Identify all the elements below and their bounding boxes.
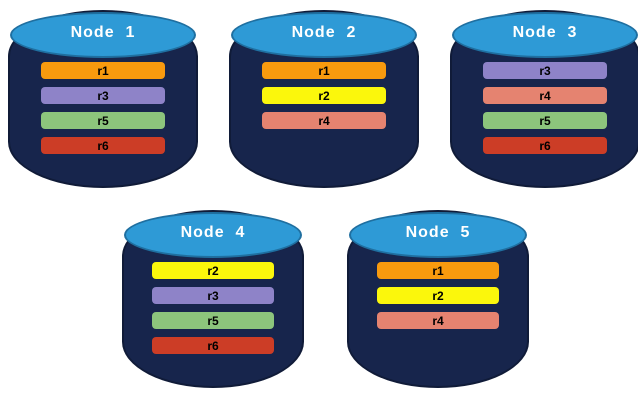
database-node-3[interactable]: Node 3 r3 r4 r5 r6 xyxy=(450,10,638,188)
node-label: Node 5 xyxy=(405,224,471,241)
replica-bar[interactable]: r2 xyxy=(377,287,499,304)
database-node-1[interactable]: Node 1 r1 r3 r5 r6 xyxy=(8,10,198,188)
replica-bar[interactable]: r3 xyxy=(483,62,607,79)
replica-bar[interactable]: r1 xyxy=(377,262,499,279)
replica-bar[interactable]: r6 xyxy=(152,337,274,354)
replica-bar[interactable]: r4 xyxy=(377,312,499,329)
replica-bar[interactable]: r6 xyxy=(483,137,607,154)
node-label: Node 4 xyxy=(180,224,246,241)
replica-bar[interactable]: r5 xyxy=(483,112,607,129)
cylinder-top-icon xyxy=(124,212,302,258)
database-node-4[interactable]: Node 4 r2 r3 r5 r6 xyxy=(122,210,304,388)
database-node-2[interactable]: Node 2 r1 r2 r4 xyxy=(229,10,419,188)
replica-stack: r1 r2 r4 xyxy=(347,262,529,329)
cylinder-top-icon xyxy=(10,12,196,58)
replica-stack: r3 r4 r5 r6 xyxy=(450,62,638,154)
replica-bar[interactable]: r1 xyxy=(262,62,386,79)
replica-bar[interactable]: r6 xyxy=(41,137,165,154)
replica-stack: r2 r3 r5 r6 xyxy=(122,262,304,354)
database-node-5[interactable]: Node 5 r1 r2 r4 xyxy=(347,210,529,388)
replica-bar[interactable]: r3 xyxy=(41,87,165,104)
cylinder-top-icon xyxy=(231,12,417,58)
replica-bar[interactable]: r5 xyxy=(152,312,274,329)
replica-bar[interactable]: r5 xyxy=(41,112,165,129)
node-label: Node 2 xyxy=(291,24,357,41)
replica-stack: r1 r3 r5 r6 xyxy=(8,62,198,154)
replica-stack: r1 r2 r4 xyxy=(229,62,419,129)
replica-bar[interactable]: r1 xyxy=(41,62,165,79)
node-label: Node 3 xyxy=(512,24,578,41)
cylinder-top-icon xyxy=(349,212,527,258)
replica-bar[interactable]: r4 xyxy=(262,112,386,129)
replica-bar[interactable]: r4 xyxy=(483,87,607,104)
node-label: Node 1 xyxy=(70,24,136,41)
replica-bar[interactable]: r2 xyxy=(152,262,274,279)
replica-bar[interactable]: r3 xyxy=(152,287,274,304)
replica-bar[interactable]: r2 xyxy=(262,87,386,104)
cylinder-top-icon xyxy=(452,12,638,58)
